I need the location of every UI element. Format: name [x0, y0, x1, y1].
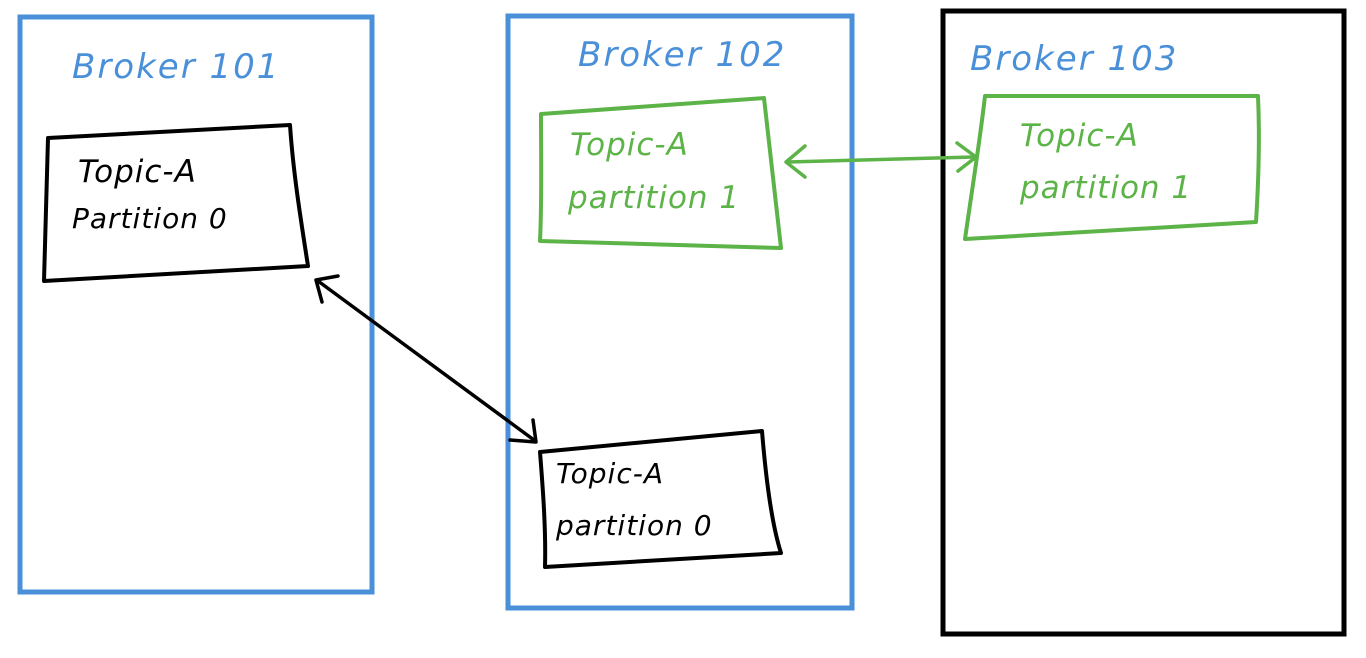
broker-103-box: Broker 103: [940, 8, 1347, 637]
partition-number-label: partition 1: [1019, 170, 1192, 206]
broker-102-title: Broker 102: [578, 35, 786, 75]
replication-arrow-partition-0: [314, 274, 538, 444]
partition-box-topic-a-p1-broker-103: Topic-A partition 1: [963, 94, 1261, 241]
broker-103-title: Broker 103: [970, 39, 1178, 79]
partition-box-topic-a-p1-broker-102: Topic-A partition 1: [538, 96, 783, 250]
partition-number-label: Partition 0: [72, 202, 228, 235]
partition-topic-label: Topic-A: [78, 154, 197, 190]
broker-101-title: Broker 101: [72, 47, 280, 87]
partition-topic-label: Topic-A: [570, 127, 689, 163]
broker-101-box: Broker 101: [17, 14, 375, 595]
partition-number-label: partition 1: [567, 180, 740, 216]
partition-topic-label: Topic-A: [556, 457, 664, 490]
partition-number-label: partition 0: [555, 509, 713, 542]
partition-box-topic-a-p0-broker-101: Topic-A Partition 0: [42, 123, 310, 283]
broker-102-box: Broker 102: [505, 13, 855, 611]
partition-topic-label: Topic-A: [1020, 118, 1139, 154]
replication-arrow-partition-1: [784, 141, 978, 179]
partition-box-topic-a-p0-broker-102: Topic-A partition 0: [538, 429, 783, 569]
